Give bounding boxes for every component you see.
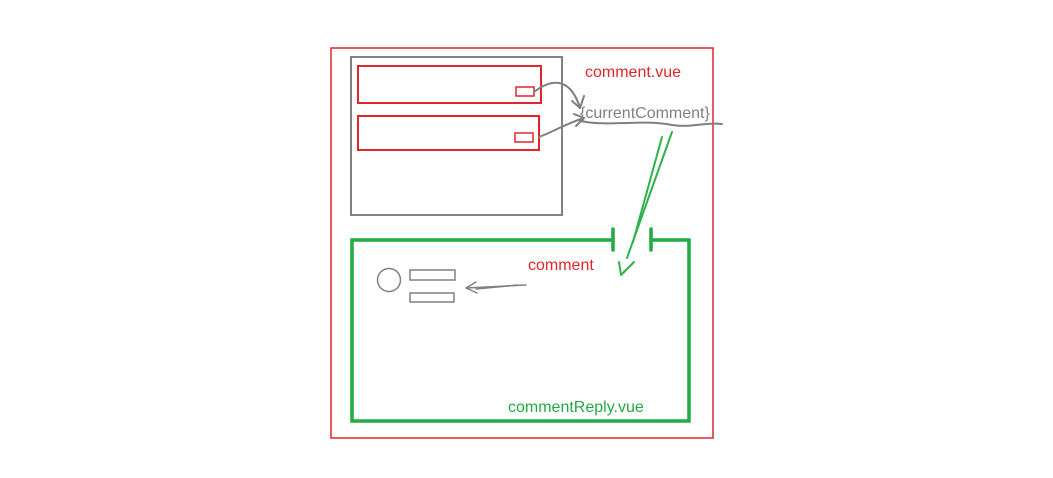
prop-arrow-head xyxy=(618,261,635,276)
state-arrow-1-head xyxy=(571,95,585,109)
comment-list-box xyxy=(350,56,563,216)
comment-vue-box xyxy=(330,47,714,439)
current-comment-label: {currentComment} xyxy=(580,105,710,122)
state-arrows xyxy=(533,81,723,138)
prop-arrow xyxy=(618,131,673,276)
text-line-2 xyxy=(409,292,455,303)
avatar-icon xyxy=(376,267,402,293)
state-arrow-1 xyxy=(533,81,581,109)
comment-item-1-button xyxy=(515,86,535,97)
comment-item-1 xyxy=(357,65,542,104)
text-line-1 xyxy=(409,269,456,281)
comment-arrow xyxy=(465,281,527,294)
state-arrow-2-head xyxy=(573,113,585,127)
comment-item-2 xyxy=(357,115,540,151)
comment-item-2-button xyxy=(514,132,534,143)
comment-vue-label: comment.vue xyxy=(585,64,681,81)
comment-reply-vue-label: commentReply.vue xyxy=(508,399,644,416)
state-underline xyxy=(579,120,723,127)
comment-prop-label: comment xyxy=(528,257,594,274)
prop-arrow-line-2 xyxy=(632,136,663,243)
comment-reply-box xyxy=(350,227,691,423)
state-arrow-2 xyxy=(538,117,585,138)
